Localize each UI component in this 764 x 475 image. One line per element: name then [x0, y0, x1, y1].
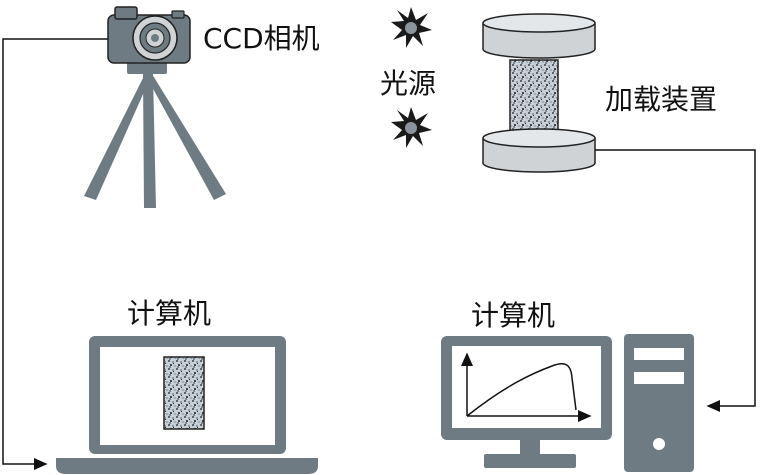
- camera-to-laptop-line: [2, 38, 108, 470]
- connection-lines: [2, 38, 756, 470]
- ccd-camera: [84, 6, 226, 208]
- desktop-computer: [441, 334, 694, 472]
- laptop-specimen-image: [163, 356, 205, 430]
- camera-label: CCD相机: [203, 22, 320, 55]
- loading-device: [482, 13, 596, 173]
- light-source-top: [391, 7, 432, 48]
- tripod: [84, 62, 226, 208]
- curve-plot: [461, 352, 592, 422]
- loading-device-label: 加载装置: [605, 83, 718, 116]
- left-computer-label: 计算机: [127, 297, 212, 330]
- light-source-bottom: [391, 107, 432, 148]
- specimen: [509, 59, 559, 139]
- light-source-label: 光源: [380, 67, 437, 100]
- right-computer-label: 计算机: [471, 299, 556, 332]
- laptop-computer: [56, 336, 318, 474]
- loader-to-desktop-line: [595, 149, 756, 412]
